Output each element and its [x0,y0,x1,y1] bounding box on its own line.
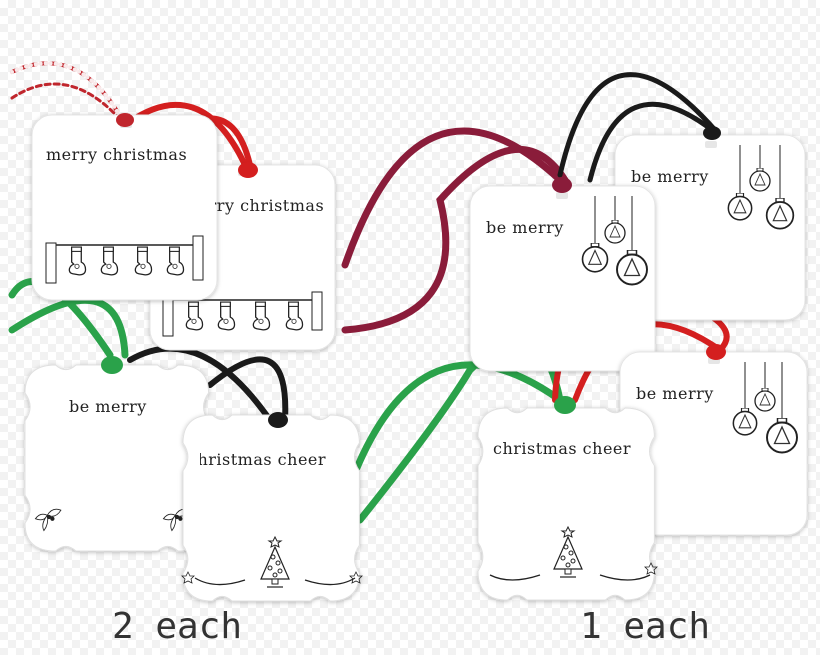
tag-christmas-cheer-right [477,407,658,601]
tag-label: christmas cheer [493,439,632,458]
stockings-line-icon [45,235,204,284]
tag-label: be merry [631,167,709,186]
tag-label: be merry [486,218,564,237]
tag-be-merry-holly [24,364,210,552]
tag-merry-christmas-front [31,114,218,301]
tag-label: christmas cheer [188,450,327,469]
string-knots [101,113,726,428]
tag-label: be merry [69,397,147,416]
caption-1-each: 1 each [580,606,711,647]
tag-label: merry christmas [46,145,188,164]
tree-icon [181,536,363,588]
ornaments-icon [581,196,648,286]
tag-label: be merry [636,384,714,403]
ornaments-icon [727,145,795,230]
caption-2-each: 2 each [112,606,243,647]
tree-icon [489,526,658,581]
tag-christmas-cheer-left [181,414,363,602]
tag-label: merry christmas [183,196,325,215]
tag-be-merry-ornaments-middle [469,185,656,372]
ornaments-icon [732,362,798,454]
